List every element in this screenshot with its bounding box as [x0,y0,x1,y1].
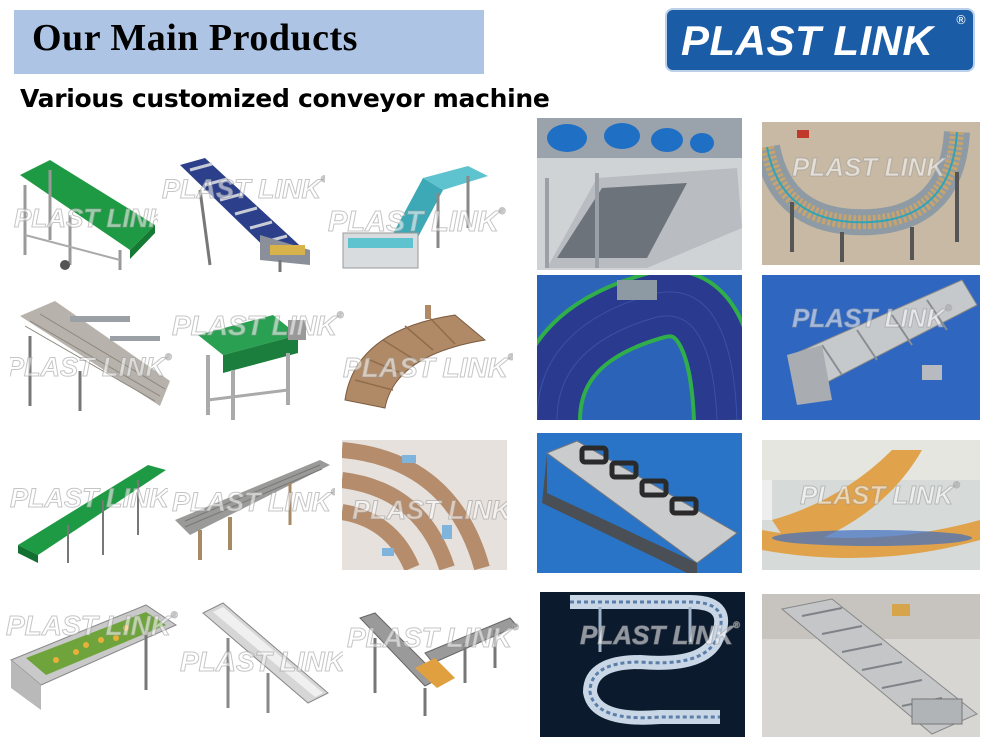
incline-stainless-belt-illustration [202,602,329,713]
product-image-10: PLAST LINK® [762,275,980,420]
product-image-6: PLAST LINK® [762,122,980,265]
multi-lane-curved-chain-illustration [342,440,507,570]
product-image-12: PLAST LINK® [170,455,335,565]
curved-modular-chain-photo [762,122,980,265]
curved-food-conveyor-photo [762,440,980,570]
product-image-19: PLAST LINK® [540,592,745,737]
page-subtitle: Various customized conveyor machine [20,84,550,113]
vegetable-inspection-conveyor-illustration [10,604,178,710]
product-image-15: PLAST LINK® [762,440,980,570]
product-image-13: PLAST LINK® [342,440,507,570]
product-image-14 [537,433,742,573]
title-banner: Our Main Products [14,10,484,74]
product-image-4: PLAST LINK® [10,296,175,414]
product-image-2: PLAST LINK® [160,150,325,275]
page-title: Our Main Products [32,17,358,59]
green-belt-stand-illustration [198,315,306,420]
registered-mark: ® [955,13,967,27]
brand-logo: PLAST LINK ® [665,8,975,72]
long-chain-conveyor-illustration [175,460,330,560]
product-image-17: PLAST LINK® [178,598,343,718]
branching-stainless-conveyor-illustration [359,612,518,716]
product-image-9 [537,275,742,420]
cooling-line-photo [537,118,742,270]
large-stainless-incline-photo [762,594,980,737]
product-image-5 [537,118,742,270]
stainless-incline-bucket-photo [762,275,980,420]
product-image-8: PLAST LINK® [335,300,513,415]
product-image-18: PLAST LINK® [345,598,525,718]
product-image-1: PLAST LINK® [10,155,158,273]
green-belt-conveyor-illustration [20,160,155,270]
logo-text: PLAST LINK [681,17,934,64]
green-incline-belt-illustration [18,465,166,563]
stainless-mesh-conveyor-illustration [20,301,170,411]
blue-curved-modular-belt-photo [537,275,742,420]
product-image-3: PLAST LINK® [328,158,510,276]
serpentine-flexible-chain-photo [540,592,745,737]
teal-incline-conveyor-illustration [342,166,488,269]
product-image-16: PLAST LINK® [6,600,181,712]
chain-conveyor-with-parts-photo [537,433,742,573]
cleated-incline-conveyor-illustration [180,158,310,272]
product-image-7 [188,305,328,425]
curved-slat-conveyor-illustration [344,305,487,409]
product-image-11: PLAST LINK® [8,455,168,567]
product-image-20 [762,594,980,737]
